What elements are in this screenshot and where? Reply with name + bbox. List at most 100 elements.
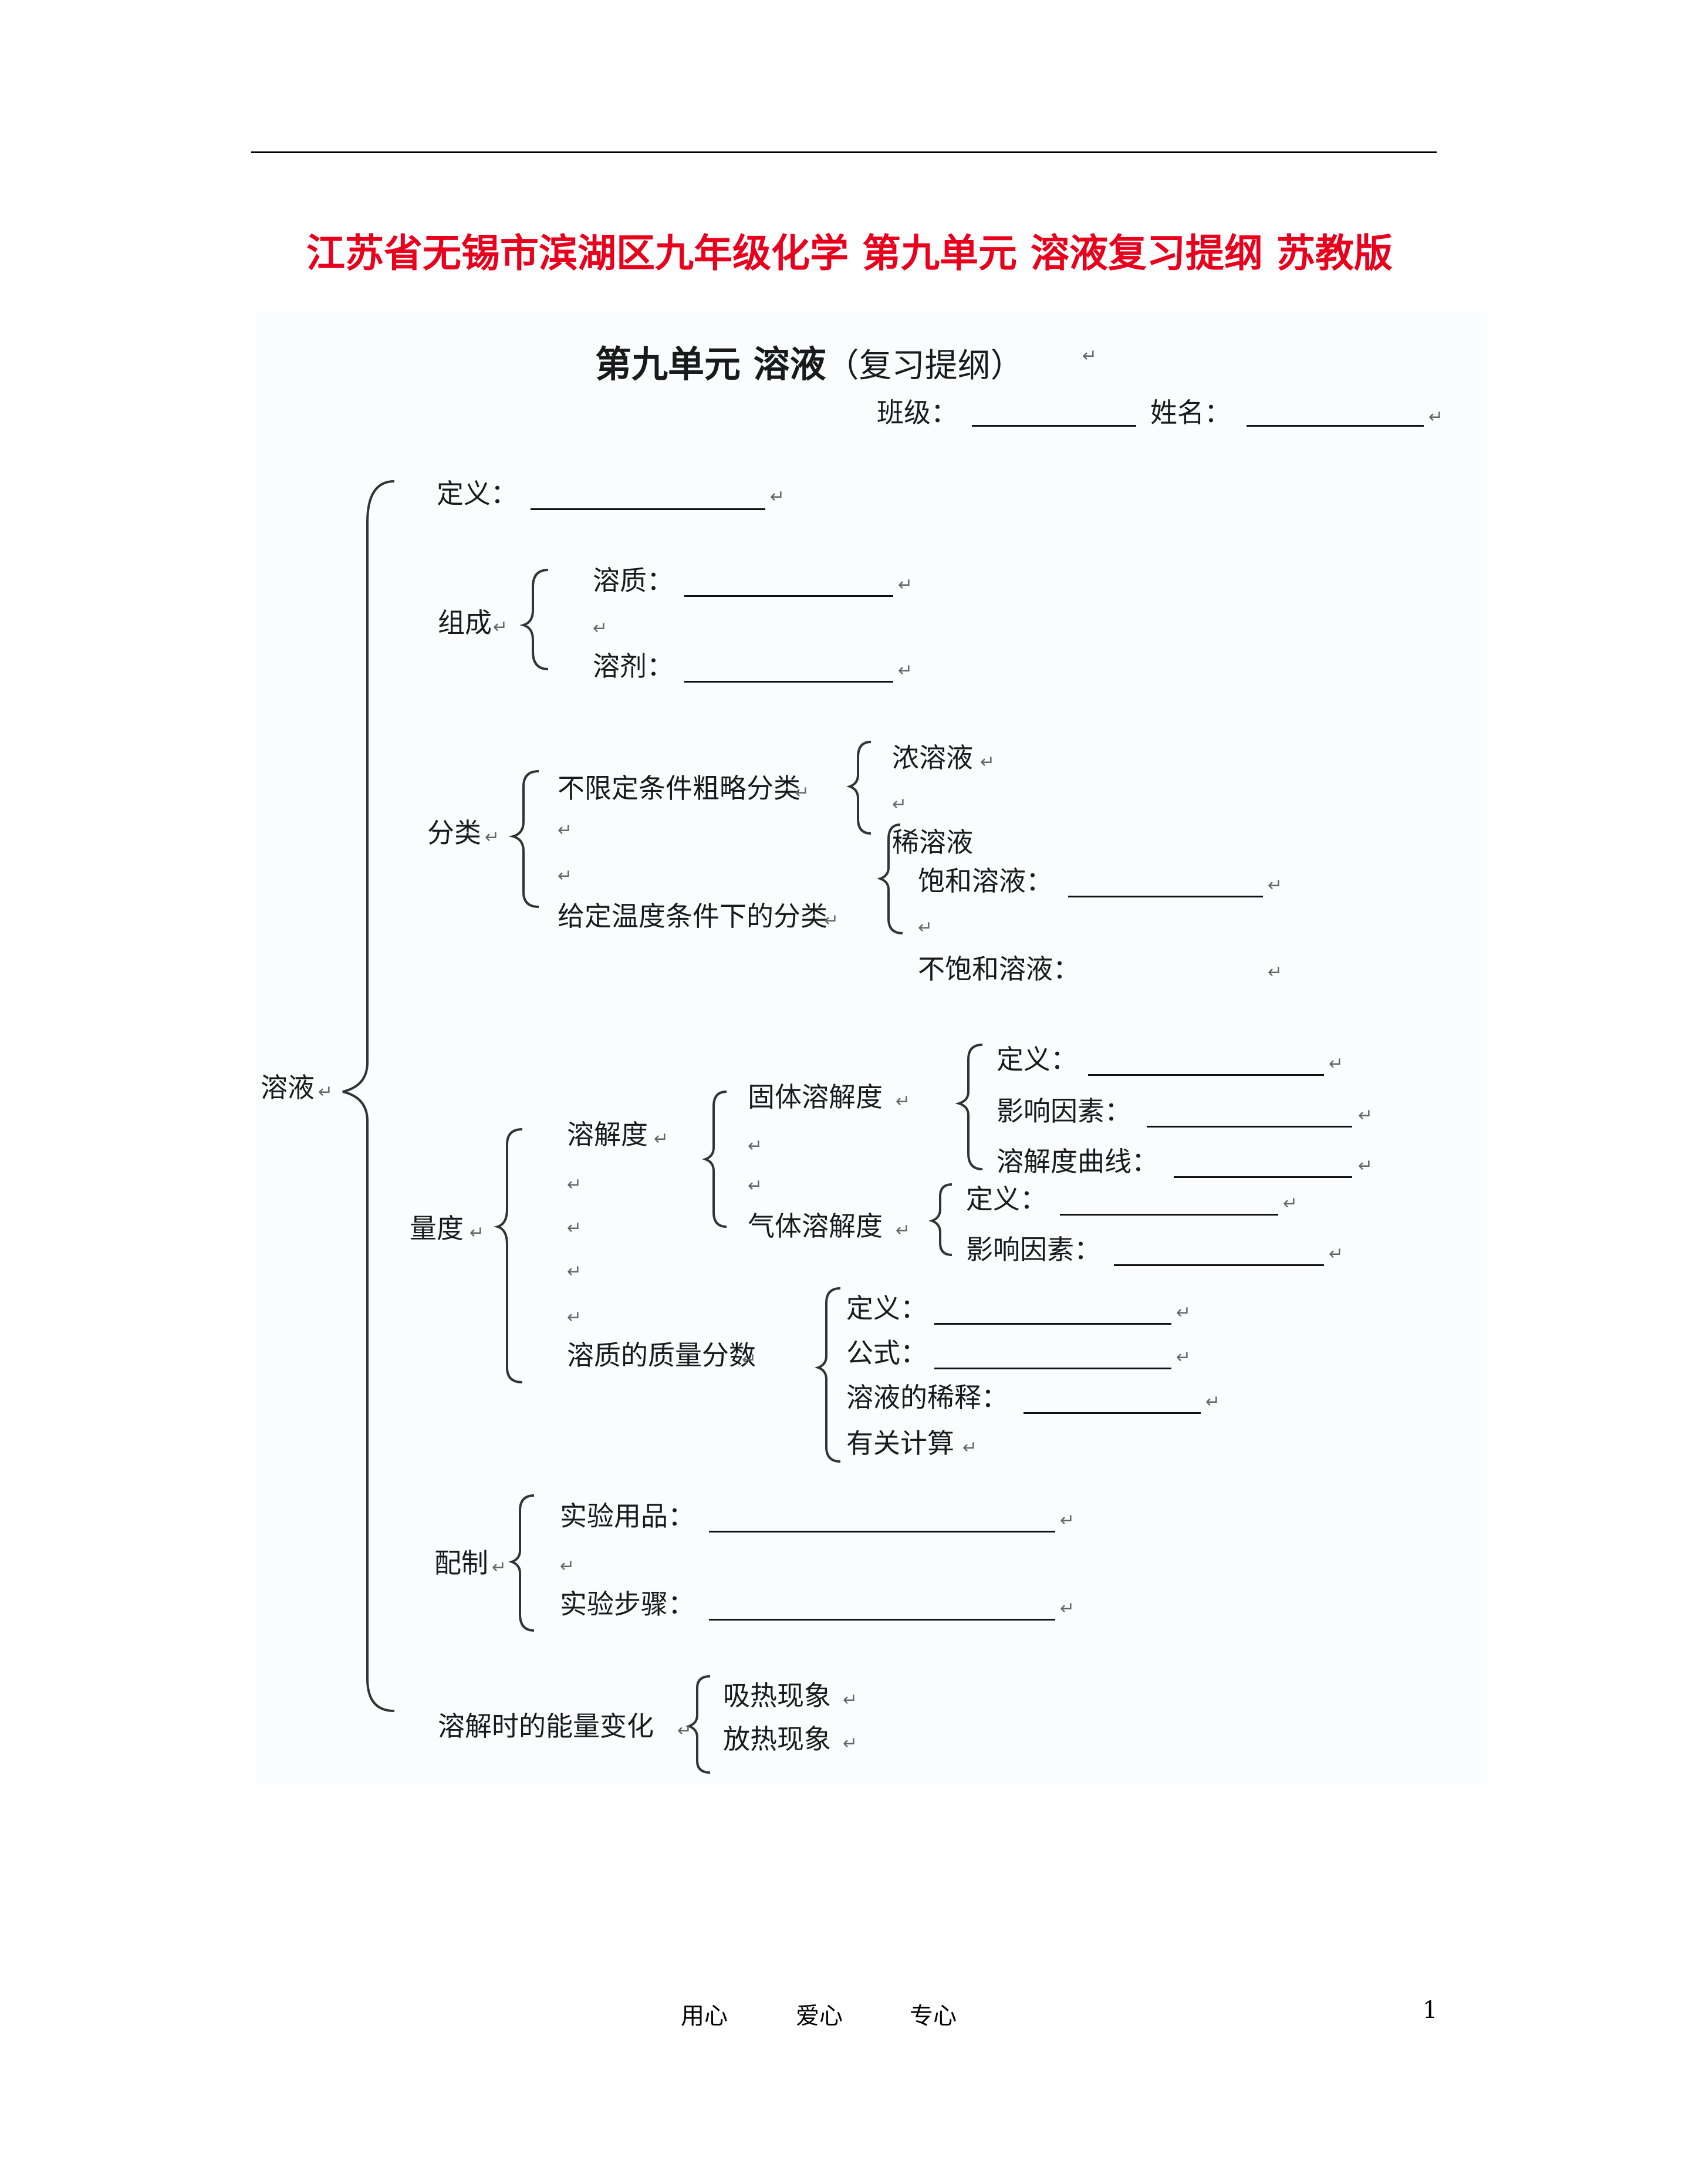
unsaturated-solution-label: 不饱和溶液： [918, 953, 1080, 985]
return-mark: ↵ [1268, 875, 1283, 896]
mass-fraction-label: 溶质的质量分数 [567, 1339, 756, 1371]
return-mark: ↵ [1428, 407, 1444, 427]
return-mark: ↵ [843, 1690, 858, 1710]
return-mark: ↵ [593, 618, 608, 639]
return-mark: ↵ [898, 660, 913, 681]
return-mark: ↵ [843, 1733, 858, 1754]
header-rule [251, 151, 1437, 153]
outline-sheet: 第九单元 溶液（复习提纲） ↵ 班级： 姓名： ↵ 溶液 ↵ 定义： ↵ 组成 … [255, 311, 1487, 1784]
return-mark: ↵ [1176, 1302, 1191, 1323]
return-mark: ↵ [1358, 1105, 1373, 1126]
return-mark: ↵ [654, 1129, 669, 1149]
gas-definition-blank[interactable] [1060, 1214, 1278, 1216]
definition-label: 定义： [437, 478, 518, 509]
solid-factors-label: 影响因素： [997, 1095, 1131, 1127]
solubility-curve-label: 溶解度曲线： [997, 1146, 1158, 1177]
return-mark: ↵ [742, 1349, 757, 1370]
return-mark: ↵ [770, 487, 785, 507]
heat-absorption-label: 吸热现象 [723, 1680, 831, 1712]
mass-fraction-definition-label: 定义： [846, 1292, 927, 1324]
footer-motto-3: 专心 [910, 2003, 957, 2030]
return-mark: ↵ [567, 1218, 582, 1238]
name-blank[interactable] [1247, 425, 1424, 427]
return-mark: ↵ [493, 617, 508, 637]
solvent-label: 溶剂： [593, 650, 674, 682]
saturated-solution-blank[interactable] [1068, 896, 1263, 897]
solubility-curve-blank[interactable] [1174, 1176, 1352, 1178]
return-mark: ↵ [1082, 346, 1097, 366]
solid-solubility-label: 固体溶解度 [748, 1081, 883, 1113]
return-mark: ↵ [558, 866, 573, 886]
gas-factors-label: 影响因素： [966, 1234, 1101, 1265]
return-mark: ↵ [892, 794, 907, 815]
return-mark: ↵ [748, 1176, 763, 1196]
return-mark: ↵ [1060, 1510, 1075, 1531]
gas-factors-blank[interactable] [1114, 1264, 1324, 1266]
class-blank[interactable] [972, 425, 1136, 427]
name-label: 姓名： [1150, 397, 1231, 428]
definition-blank[interactable] [531, 508, 765, 510]
measure-label: 量度 [410, 1213, 464, 1244]
return-mark: ↵ [795, 782, 810, 803]
class-label: 班级： [877, 397, 958, 428]
solute-label: 溶质： [593, 565, 674, 596]
return-mark: ↵ [1176, 1347, 1191, 1368]
return-mark: ↵ [918, 917, 933, 938]
return-mark: ↵ [824, 910, 839, 931]
return-mark: ↵ [1268, 962, 1283, 983]
return-mark: ↵ [1329, 1054, 1344, 1074]
dilute-solution-label: 稀溶液 [892, 826, 973, 858]
return-mark: ↵ [1205, 1392, 1221, 1412]
return-mark: ↵ [1358, 1156, 1373, 1176]
energy-change-label: 溶解时的能量变化 [438, 1710, 654, 1742]
sheet-title-main: 第九单元 溶液 [595, 343, 826, 386]
dilution-blank[interactable] [1024, 1412, 1201, 1414]
solid-definition-label: 定义： [997, 1044, 1078, 1075]
solid-factors-blank[interactable] [1147, 1126, 1352, 1128]
return-mark: ↵ [318, 1082, 333, 1102]
preparation-label: 配制 [434, 1547, 488, 1579]
return-mark: ↵ [1283, 1193, 1298, 1214]
formula-label: 公式： [846, 1337, 927, 1369]
sheet-title: 第九单元 溶液（复习提纲） [595, 335, 1024, 387]
return-mark: ↵ [558, 820, 573, 840]
return-mark: ↵ [1329, 1244, 1344, 1264]
gas-definition-label: 定义： [966, 1183, 1047, 1215]
return-mark: ↵ [567, 1174, 582, 1195]
formula-blank[interactable] [934, 1368, 1171, 1369]
return-mark: ↵ [567, 1261, 582, 1282]
brace-lines [342, 480, 983, 1774]
materials-label: 实验用品： [560, 1500, 695, 1532]
return-mark: ↵ [748, 1136, 763, 1156]
heat-release-label: 放热现象 [723, 1723, 831, 1755]
dilution-label: 溶液的稀释： [846, 1382, 1008, 1413]
return-mark: ↵ [896, 1220, 911, 1241]
calculation-label: 有关计算 [846, 1427, 954, 1459]
rough-classification-label: 不限定条件粗略分类 [558, 772, 800, 804]
footer-motto-1: 用心 [681, 2003, 728, 2030]
footer-motto-2: 爱心 [796, 2003, 843, 2030]
solute-blank[interactable] [684, 595, 893, 597]
gas-solubility-label: 气体溶解度 [748, 1210, 883, 1242]
saturated-solution-label: 饱和溶液： [918, 865, 1053, 897]
root-label: 溶液 [261, 1072, 315, 1103]
mass-fraction-definition-blank[interactable] [934, 1323, 1171, 1325]
solvent-blank[interactable] [684, 681, 893, 683]
return-mark: ↵ [896, 1091, 911, 1112]
concentrated-solution-label: 浓溶液 [892, 742, 973, 774]
return-mark: ↵ [980, 752, 995, 772]
steps-label: 实验步骤： [560, 1588, 695, 1620]
sheet-title-sub: （复习提纲） [826, 347, 1024, 385]
classification-label: 分类 [427, 817, 481, 849]
materials-blank[interactable] [709, 1531, 1055, 1532]
return-mark: ↵ [560, 1556, 575, 1577]
return-mark: ↵ [492, 1557, 507, 1578]
return-mark: ↵ [898, 575, 913, 595]
solid-definition-blank[interactable] [1088, 1074, 1324, 1076]
return-mark: ↵ [567, 1307, 582, 1328]
document-title: 江苏省无锡市滨湖区九年级化学 第九单元 溶液复习提纲 苏教版 [306, 230, 1393, 276]
steps-blank[interactable] [709, 1619, 1055, 1621]
return-mark: ↵ [1060, 1598, 1075, 1619]
return-mark: ↵ [962, 1437, 978, 1458]
return-mark: ↵ [485, 827, 500, 848]
